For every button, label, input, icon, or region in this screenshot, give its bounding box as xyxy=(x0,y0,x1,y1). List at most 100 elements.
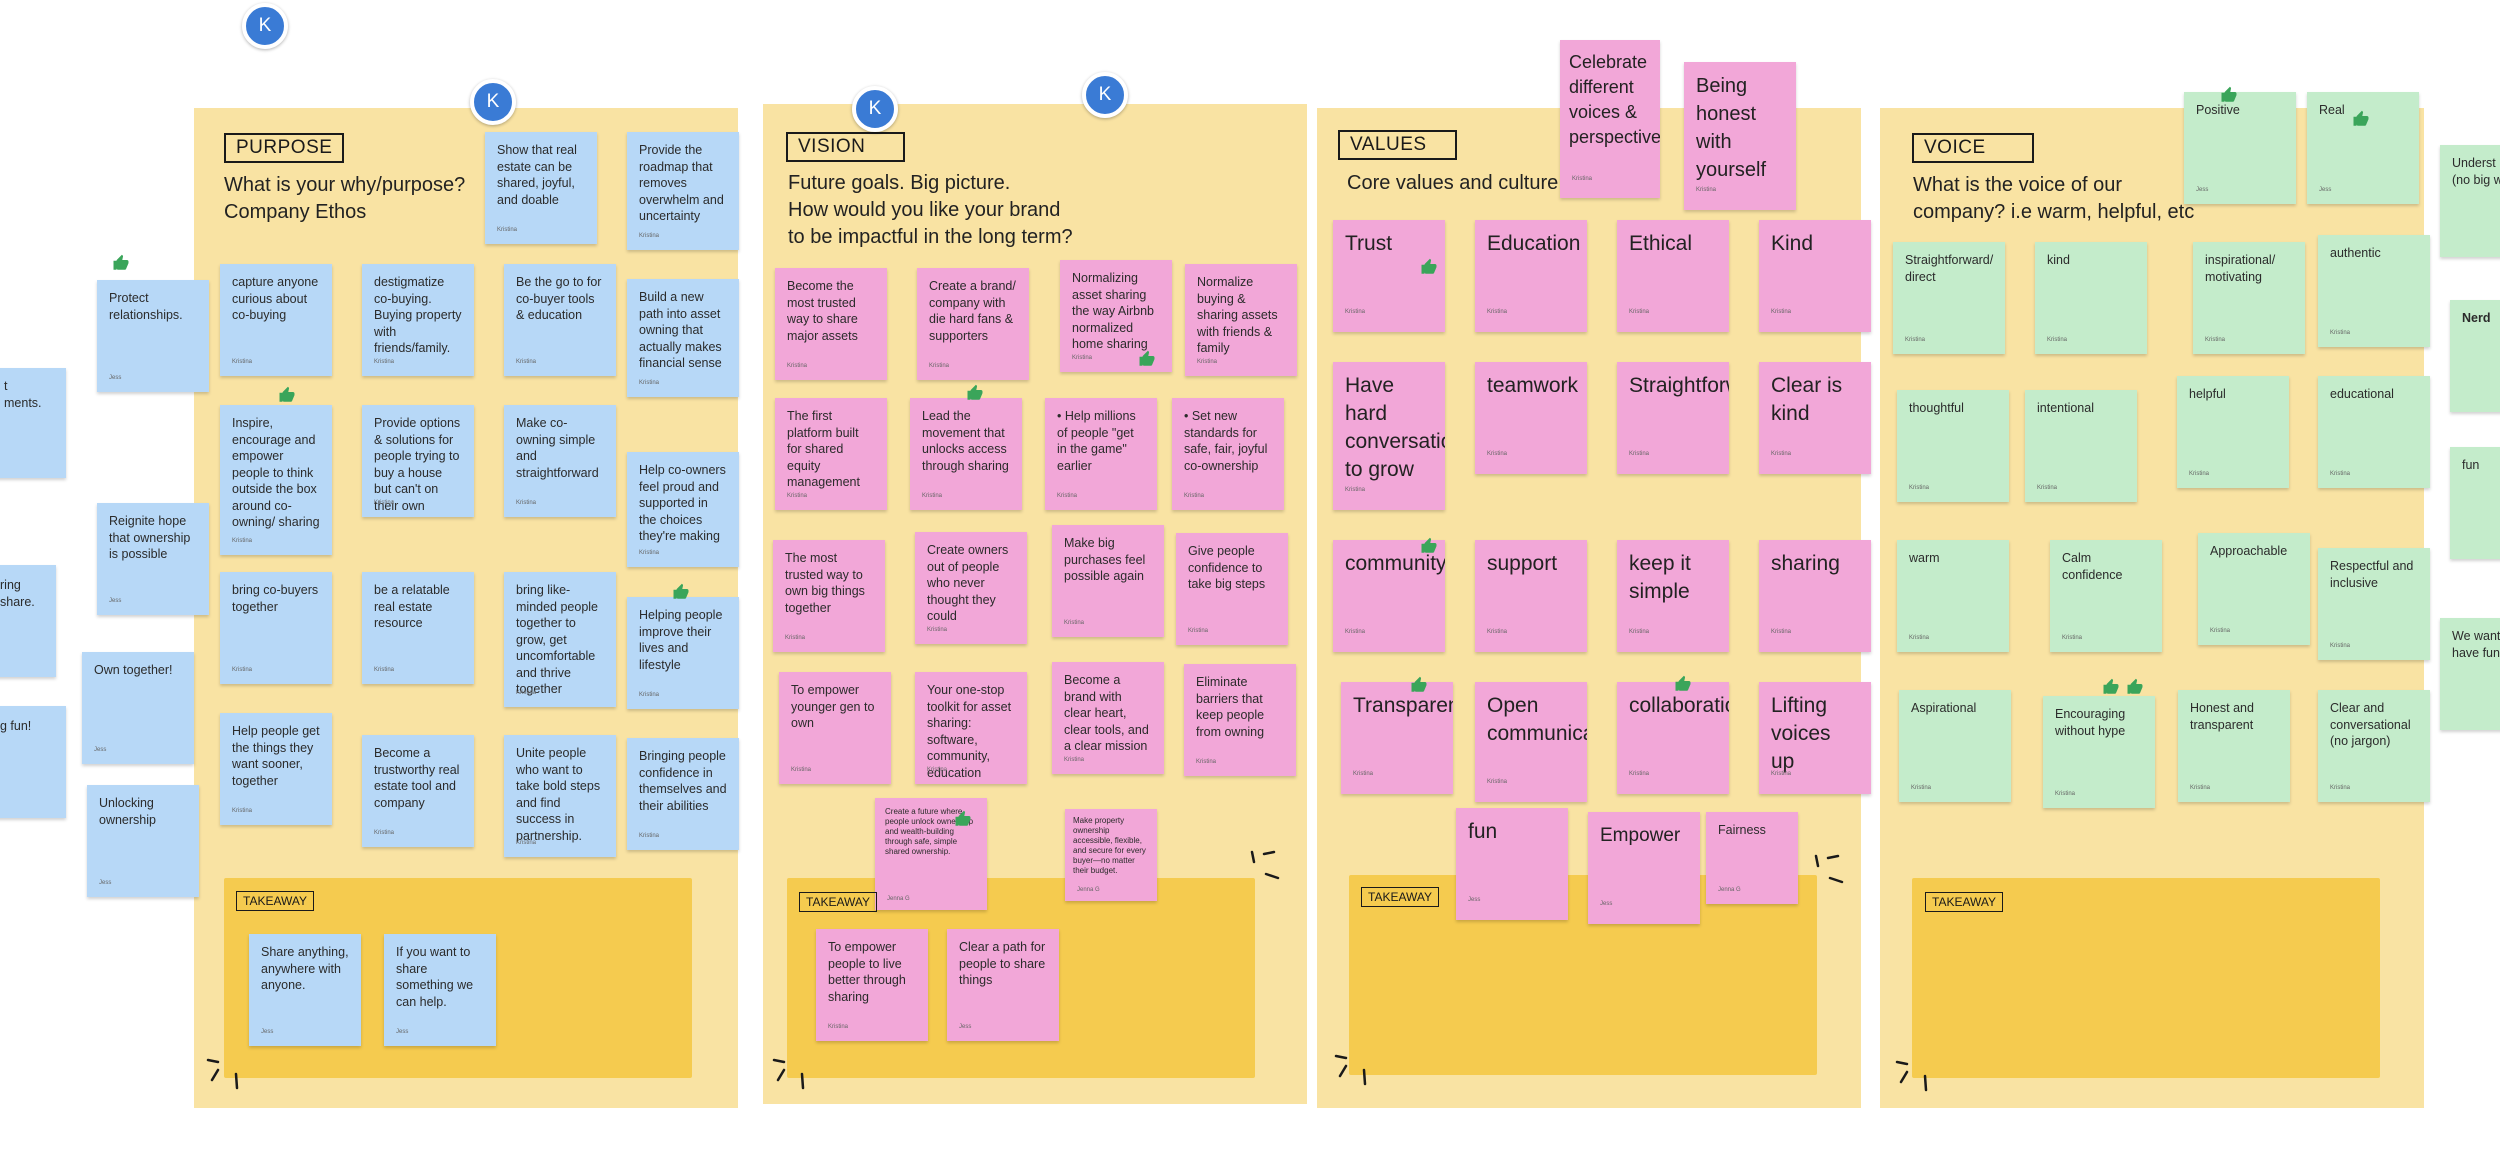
voice-note-16[interactable]: Clear and conversational (no jargon)Kris… xyxy=(2318,690,2430,802)
purpose-note-17-text: Unite people who want to take bold steps… xyxy=(516,746,601,843)
vision-note-1[interactable]: Become the most trusted way to share maj… xyxy=(775,268,887,380)
vision-note-16[interactable]: Eliminate barriers that keep people from… xyxy=(1184,664,1296,776)
values-note-15[interactable]: collaborationKristina xyxy=(1617,682,1729,794)
purpose-note-17[interactable]: Unite people who want to take bold steps… xyxy=(504,735,616,857)
purpose-takeaway-2[interactable]: If you want to share something we can he… xyxy=(384,934,496,1046)
purpose-note-7[interactable]: Inspire, encourage and empower people to… xyxy=(220,405,332,555)
purpose-note-14[interactable]: Helping people improve their lives and l… xyxy=(627,597,739,709)
purpose-note-1[interactable]: Show that real estate can be shared, joy… xyxy=(485,132,597,244)
purpose-note-5[interactable]: Be the go to for co-buyer tools & educat… xyxy=(504,264,616,376)
values-note-7[interactable]: StraightforwardKristina xyxy=(1617,362,1729,474)
vision-note-7[interactable]: • Help millions of people "get in the ga… xyxy=(1045,398,1157,510)
purpose-note-15[interactable]: Help people get the things they want soo… xyxy=(220,713,332,825)
vision-note-15[interactable]: Become a brand with clear heart, clear t… xyxy=(1052,662,1164,774)
user-avatar-2[interactable]: K xyxy=(470,79,516,125)
purpose-note-13[interactable]: bring like-minded people together to gro… xyxy=(504,572,616,707)
vision-note-3-text: Normalizing asset sharing the way Airbnb… xyxy=(1072,271,1154,351)
purpose-note-10[interactable]: Help co-owners feel proud and supported … xyxy=(627,452,739,567)
edge-left-sticky-2[interactable]: ring share. xyxy=(0,565,56,677)
edge-right-note-2[interactable]: Nerd xyxy=(2450,300,2500,412)
user-avatar-4[interactable]: K xyxy=(1082,72,1128,118)
user-avatar-1[interactable]: K xyxy=(242,3,288,49)
edge-right-note-1[interactable]: Underst(no big w xyxy=(2440,145,2500,257)
vision-note-8[interactable]: • Set new standards for safe, fair, joyf… xyxy=(1172,398,1284,510)
vision-note-10[interactable]: Create owners out of people who never th… xyxy=(915,532,1027,644)
vision-takeaway-1[interactable]: To empower people to live better through… xyxy=(816,929,928,1041)
purpose-note-9[interactable]: Make co-owning simple and straightforwar… xyxy=(504,405,616,517)
edge-right-note-4[interactable]: We want yhave fun xyxy=(2440,618,2500,730)
purpose-note-6[interactable]: Build a new path into asset owning that … xyxy=(627,279,739,397)
vision-note-12[interactable]: Give people confidence to take big steps… xyxy=(1176,533,1288,645)
purpose-note-2[interactable]: Provide the roadmap that removes overwhe… xyxy=(627,132,739,250)
purpose-takeaway-1[interactable]: Share anything, anywhere with anyone.Jes… xyxy=(249,934,361,1046)
values-note-1-text: Trust xyxy=(1345,232,1393,255)
values-note-13[interactable]: TransparencyKristina xyxy=(1341,682,1453,794)
vision-note-4[interactable]: Normalize buying & sharing assets with f… xyxy=(1185,264,1297,376)
vision-note-5[interactable]: The first platform built for shared equi… xyxy=(775,398,887,510)
values-top-note-1[interactable]: Celebrate different voices & perspective… xyxy=(1560,40,1660,198)
edge-left-sticky-3[interactable]: g fun! xyxy=(0,706,66,818)
user-avatar-3[interactable]: K xyxy=(852,86,898,132)
vision-note-2[interactable]: Create a brand/ company with die hard fa… xyxy=(917,268,1029,380)
values-bottom-note-2-text: Empower xyxy=(1600,825,1681,846)
vision-note-13-text: To empower younger gen to own xyxy=(791,683,875,730)
left-note-3[interactable]: Own together!Jess xyxy=(82,652,194,764)
vision-small-note-1[interactable]: Create a future where people unlock owne… xyxy=(875,798,987,910)
vision-note-6[interactable]: Lead the movement that unlocks access th… xyxy=(910,398,1022,510)
vision-note-9[interactable]: The most trusted way to own big things t… xyxy=(773,540,885,652)
left-note-2[interactable]: Reignite hope that ownership is possible… xyxy=(97,503,209,615)
vision-note-3[interactable]: Normalizing asset sharing the way Airbnb… xyxy=(1060,260,1172,372)
purpose-note-18[interactable]: Bringing people confidence in themselves… xyxy=(627,738,739,850)
vision-small-note-2[interactable]: Make property ownership accessible, flex… xyxy=(1065,809,1157,901)
purpose-note-16[interactable]: Become a trustworthy real estate tool an… xyxy=(362,735,474,847)
purpose-note-4[interactable]: destigmatize co-buying. Buying property … xyxy=(362,264,474,376)
vision-note-14[interactable]: Your one-stop toolkit for asset sharing:… xyxy=(915,672,1027,784)
purpose-note-8[interactable]: Provide options & solutions for people t… xyxy=(362,405,474,517)
edge-right-note-3[interactable]: fun xyxy=(2450,447,2500,559)
edge-left-sticky-1[interactable]: t ments. xyxy=(0,368,66,478)
values-note-14[interactable]: Open communicationKristina xyxy=(1475,682,1587,802)
left-note-1[interactable]: Protect relationships.Jess xyxy=(97,280,209,392)
left-note-3-text: Own together! xyxy=(94,663,173,677)
